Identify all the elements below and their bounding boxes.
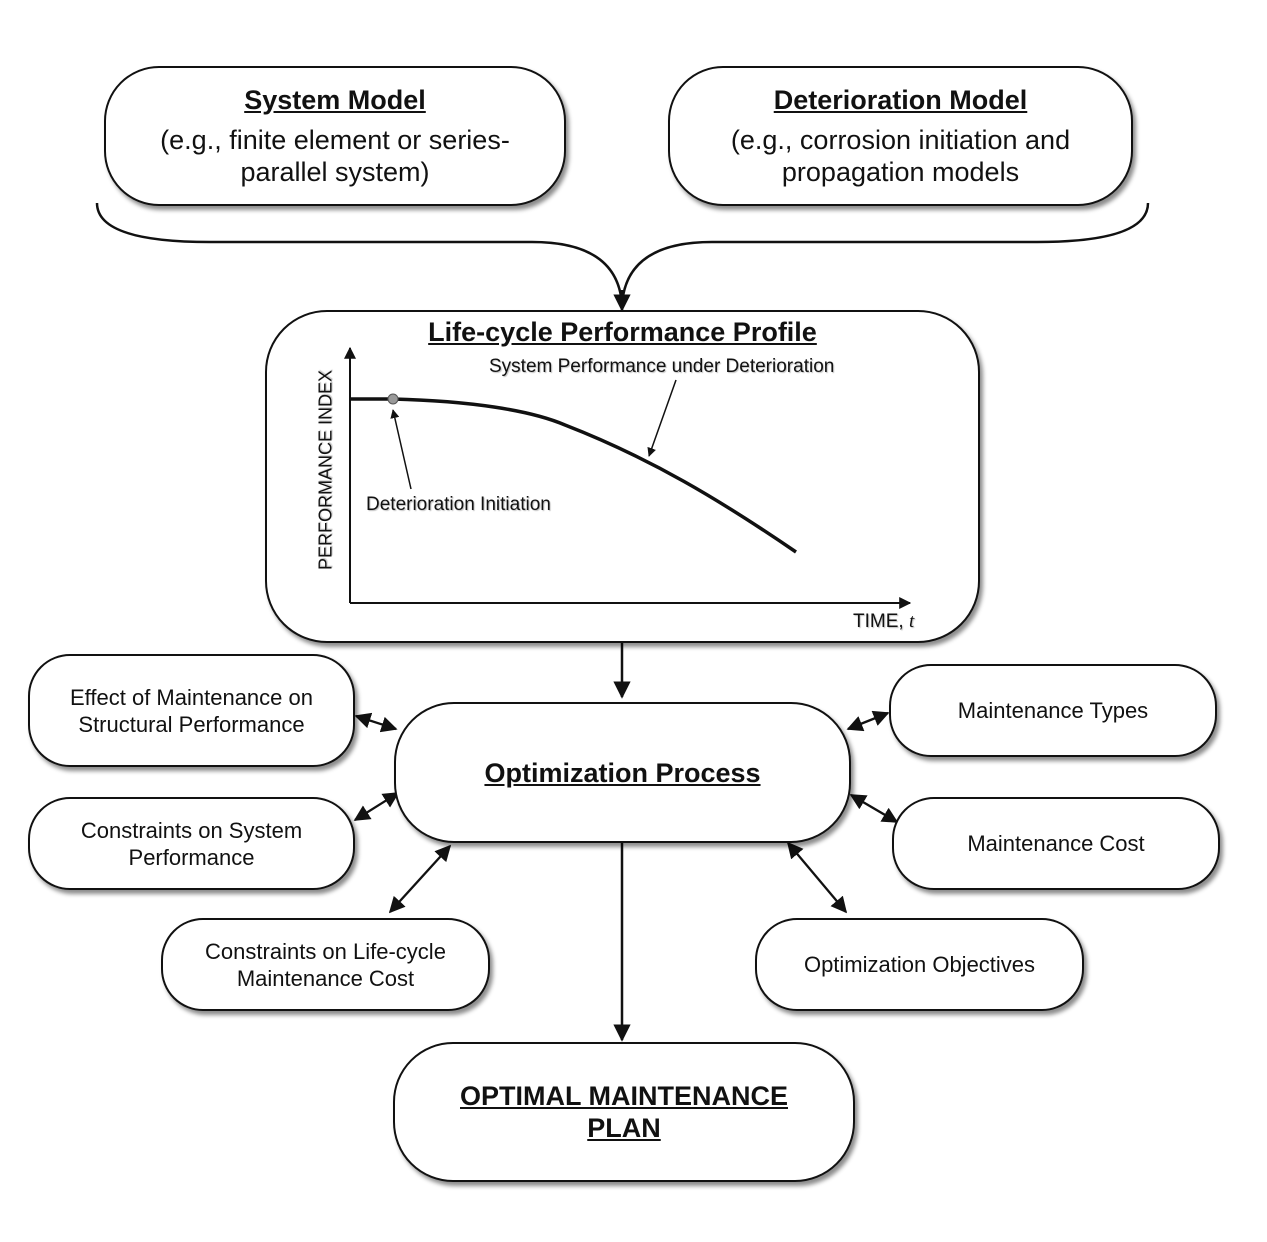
maintenance-cost-constraints-label: Constraints on Life-cycle Maintenance Co… (205, 938, 446, 991)
arrow-objectives (786, 841, 848, 914)
system-performance-constraints-box: Constraints on System Performance (28, 797, 355, 890)
curve-label-pointer (647, 379, 677, 457)
arrow-constraints-cost (388, 844, 452, 914)
performance-profile-box: Life-cycle Performance Profile (265, 310, 980, 643)
system-model-description: (e.g., finite element or series-parallel… (160, 125, 510, 187)
optimal-maintenance-plan-box: OPTIMAL MAINTENANCE PLAN (393, 1042, 855, 1182)
deterioration-model-box: Deterioration Model (e.g., corrosion ini… (668, 66, 1133, 206)
system-model-box: System Model (e.g., finite element or se… (104, 66, 566, 206)
system-performance-constraints-label: Constraints on System Performance (80, 817, 303, 870)
x-axis-label: TIME, t (853, 611, 914, 633)
optimization-process-box: Optimization Process (394, 702, 851, 843)
deterioration-initiation-point (387, 393, 399, 405)
maintenance-types-label: Maintenance Types (957, 698, 1149, 723)
deterioration-model-title: Deterioration Model (773, 85, 1028, 115)
maintenance-cost-constraints-box: Constraints on Life-cycle Maintenance Co… (161, 918, 490, 1011)
arrow-constraints-system (353, 792, 400, 821)
x-axis-symbol: t (908, 611, 915, 632)
curve-label: System Performance under Deterioration (489, 356, 835, 377)
maintenance-effect-box: Effect of Maintenance on Structural Perf… (28, 654, 355, 767)
arrow-types (846, 710, 890, 732)
deterioration-model-description: (e.g., corrosion initiation and propagat… (730, 125, 1071, 187)
performance-curve (350, 397, 797, 554)
y-axis-label: PERFORMANCE INDEX (315, 369, 336, 571)
optimization-objectives-label: Optimization Objectives (803, 952, 1036, 977)
arrow-effect (354, 712, 398, 733)
maintenance-types-box: Maintenance Types (889, 664, 1217, 757)
maintenance-cost-box: Maintenance Cost (892, 797, 1220, 890)
performance-profile-title: Life-cycle Performance Profile (428, 317, 817, 347)
maintenance-effect-label: Effect of Maintenance on Structural Perf… (70, 684, 313, 737)
point-label: Deterioration Initiation (366, 494, 551, 515)
arrow-cost (849, 794, 899, 823)
optimization-process-title: Optimization Process (484, 757, 761, 788)
optimal-maintenance-plan-title: OPTIMAL MAINTENANCE PLAN (460, 1081, 788, 1143)
point-label-pointer (390, 409, 412, 490)
optimization-objectives-box: Optimization Objectives (755, 918, 1084, 1011)
x-axis-label-text: TIME, (853, 611, 904, 632)
system-model-title: System Model (244, 85, 426, 115)
maintenance-cost-label: Maintenance Cost (967, 831, 1145, 856)
